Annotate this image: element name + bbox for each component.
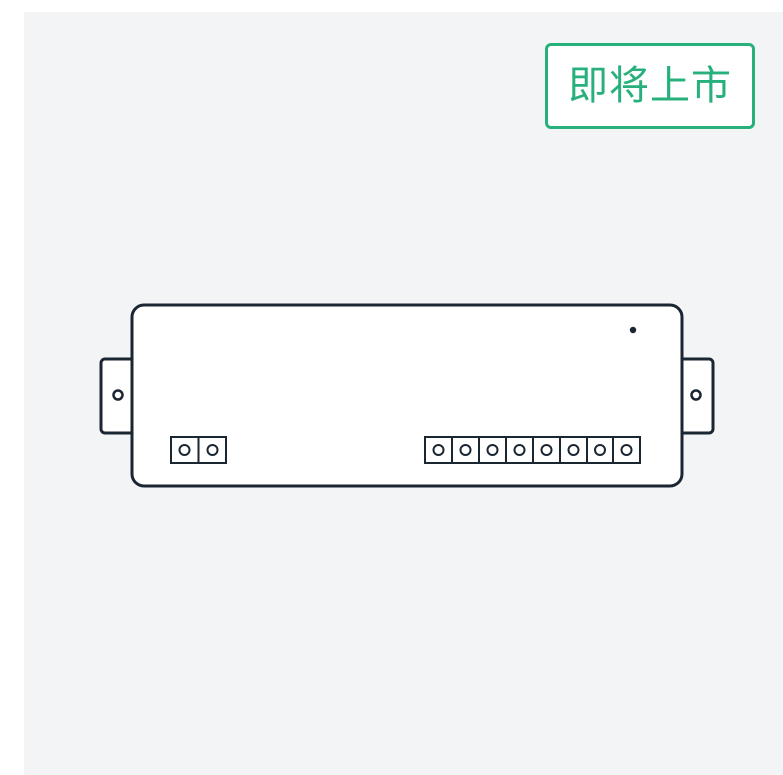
device-body bbox=[130, 303, 684, 488]
left-mounting-hole-icon bbox=[112, 389, 124, 401]
coming-soon-badge: 即将上市 bbox=[545, 43, 755, 129]
controller-box-icon bbox=[99, 303, 715, 488]
product-card[interactable]: 即将上市 bbox=[24, 12, 783, 775]
right-mounting-hole-icon bbox=[690, 389, 702, 401]
power-terminal-block bbox=[170, 436, 227, 464]
signal-terminal-block bbox=[424, 436, 641, 464]
status-led-icon bbox=[629, 326, 637, 334]
